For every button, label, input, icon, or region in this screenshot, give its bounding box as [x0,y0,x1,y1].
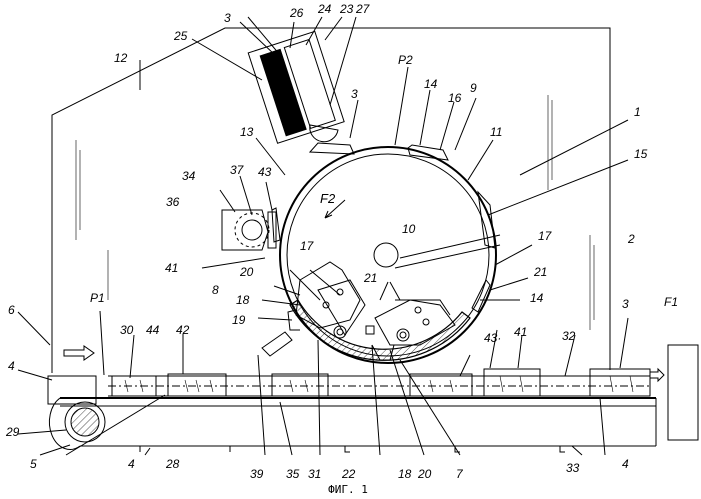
label-32: 32 [562,329,576,343]
label-43b: 43· [484,331,501,345]
label-10: 10 [402,222,416,236]
drive-pulley [65,402,105,442]
label-f1: F1 [664,295,678,309]
label-14b: 14 [530,291,544,305]
feed-arrow [64,346,94,360]
label-14: 14 [424,77,438,91]
label-31: 31 [308,467,321,481]
label-5: 5 [30,457,37,471]
label-17b: 17 [300,239,315,253]
label-p1: P1 [90,291,105,305]
base-belt [49,398,656,449]
label-41b: 41 [514,325,527,339]
cutting-unit [222,210,276,250]
feed-hopper [248,31,344,143]
label-17: 17 [538,229,553,243]
output-arrow-f1 [650,369,664,381]
wheel-hub [374,243,398,267]
label-19: 19 [232,313,246,327]
label-28: 28 [165,457,180,471]
label-44: 44 [146,323,160,337]
label-23: 23 [339,2,354,16]
product-hatching [125,376,633,392]
label-8: 8 [212,283,219,297]
label-6: 6 [8,303,15,317]
label-13: 13 [240,125,254,139]
nozzle [262,332,292,356]
label-36: 36 [166,195,180,209]
label-16: 16 [448,91,462,105]
product-conveyor [108,376,650,396]
label-42: 42 [176,323,190,337]
label-21b: 21 [533,265,547,279]
reference-labels: 3 26 24 23 27 25 12 3 P2 14 16 9 11 1 15… [5,2,678,481]
label-41: 41 [165,261,178,275]
label-2: 2 [627,232,635,246]
label-37: 37 [230,163,245,177]
label-3c: 3 [622,297,629,311]
output-stack [668,345,698,440]
label-39: 39 [250,467,264,481]
label-4c: 4 [622,457,629,471]
label-34: 34 [182,169,196,183]
label-24: 24 [317,2,332,16]
label-35: 35 [286,467,300,481]
label-25: 25 [173,29,188,43]
label-9: 9 [470,81,477,95]
figure-caption: ФИГ. 1 [328,483,368,496]
label-21: 21 [363,271,377,285]
label-3: 3 [224,11,231,25]
label-18b: 18 [398,467,412,481]
label-26: 26 [289,6,304,20]
label-1: 1 [634,105,641,119]
label-43: 43 [258,165,272,179]
frame-shading [76,95,594,330]
label-27: 27 [355,2,371,16]
label-p2: P2 [398,53,413,67]
belt-lugs [140,446,565,452]
label-18: 18 [236,293,250,307]
label-f2: F2 [320,191,336,206]
label-3b: 3 [351,87,358,101]
label-30: 30 [120,323,134,337]
label-4: 4 [8,359,15,373]
label-20b: 20 [417,467,432,481]
label-22: 22 [341,467,356,481]
label-4b: 4 [128,457,135,471]
label-11: 11 [490,125,502,139]
label-7: 7 [456,467,464,481]
label-20: 20 [239,265,254,279]
label-33: 33 [566,461,580,475]
label-29: 29 [5,425,20,439]
label-12: 12 [114,51,128,65]
label-15: 15 [634,147,648,161]
